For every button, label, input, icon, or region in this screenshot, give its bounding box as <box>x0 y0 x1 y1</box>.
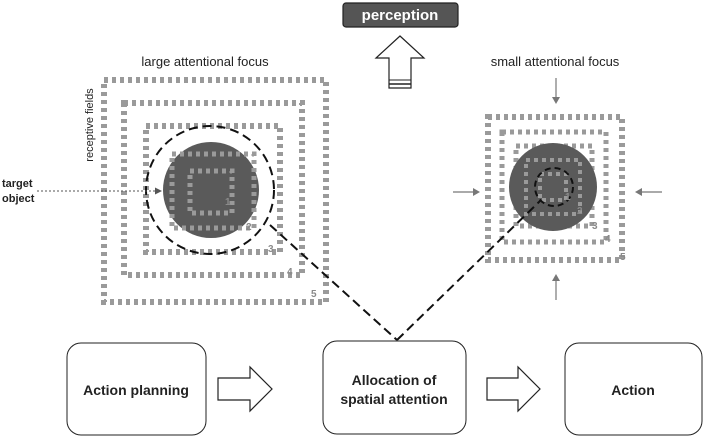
left-num-1: 1 <box>225 197 231 208</box>
spatial-attention-box <box>322 340 467 435</box>
target-pointer-arrow-icon <box>37 187 162 195</box>
left-num-4: 4 <box>287 267 293 278</box>
left-num-2: 2 <box>246 222 252 233</box>
right-num-2: 2 <box>577 206 583 217</box>
receptive-fields-label: receptive fields <box>84 88 96 162</box>
spatial-attention-label-line2: spatial attention <box>340 391 447 407</box>
perception-label: perception <box>362 7 439 24</box>
action-planning-label: Action planning <box>83 382 189 398</box>
right-panel-title: small attentional focus <box>491 54 620 69</box>
right-field-4 <box>499 129 609 245</box>
right-arrow-2-icon <box>486 365 541 413</box>
spatial-attention-label-line1: Allocation of <box>352 372 437 388</box>
right-arrow-1-icon <box>217 365 273 413</box>
left-inner-fields <box>169 151 257 231</box>
left-panel-title: large attentional focus <box>141 54 269 69</box>
left-attention-focus <box>145 125 275 255</box>
perception-box <box>342 2 459 28</box>
action-planning-box <box>66 342 207 436</box>
right-num-1: 1 <box>565 192 571 203</box>
target-label-line1: target <box>2 178 33 190</box>
up-arrow-icon <box>374 35 426 89</box>
right-num-5: 5 <box>620 252 626 263</box>
action-node: Action <box>564 342 703 436</box>
left-field-5 <box>101 77 329 305</box>
target-label-line2: object <box>2 193 35 205</box>
focus-connector-lines <box>269 200 541 341</box>
right-field-5 <box>485 114 625 263</box>
left-num-3: 3 <box>268 244 274 255</box>
action-box <box>564 342 703 436</box>
action-planning-node: Action planning <box>66 342 207 436</box>
left-field-1 <box>187 168 235 216</box>
left-target-object <box>163 142 259 238</box>
left-num-5: 5 <box>311 289 317 300</box>
left-field-2 <box>169 151 257 231</box>
right-field-2 <box>524 158 582 216</box>
right-field-1 <box>538 172 568 202</box>
right-num-3: 3 <box>592 221 598 232</box>
inward-arrows-icon <box>453 78 662 300</box>
right-num-4: 4 <box>605 234 611 245</box>
right-attention-focus <box>534 167 574 207</box>
action-label: Action <box>611 382 655 398</box>
perception-node: perception <box>342 2 459 28</box>
right-inner-fields <box>524 158 582 216</box>
spatial-attention-node: Allocation of spatial attention <box>322 340 467 435</box>
left-field-4 <box>121 100 305 278</box>
